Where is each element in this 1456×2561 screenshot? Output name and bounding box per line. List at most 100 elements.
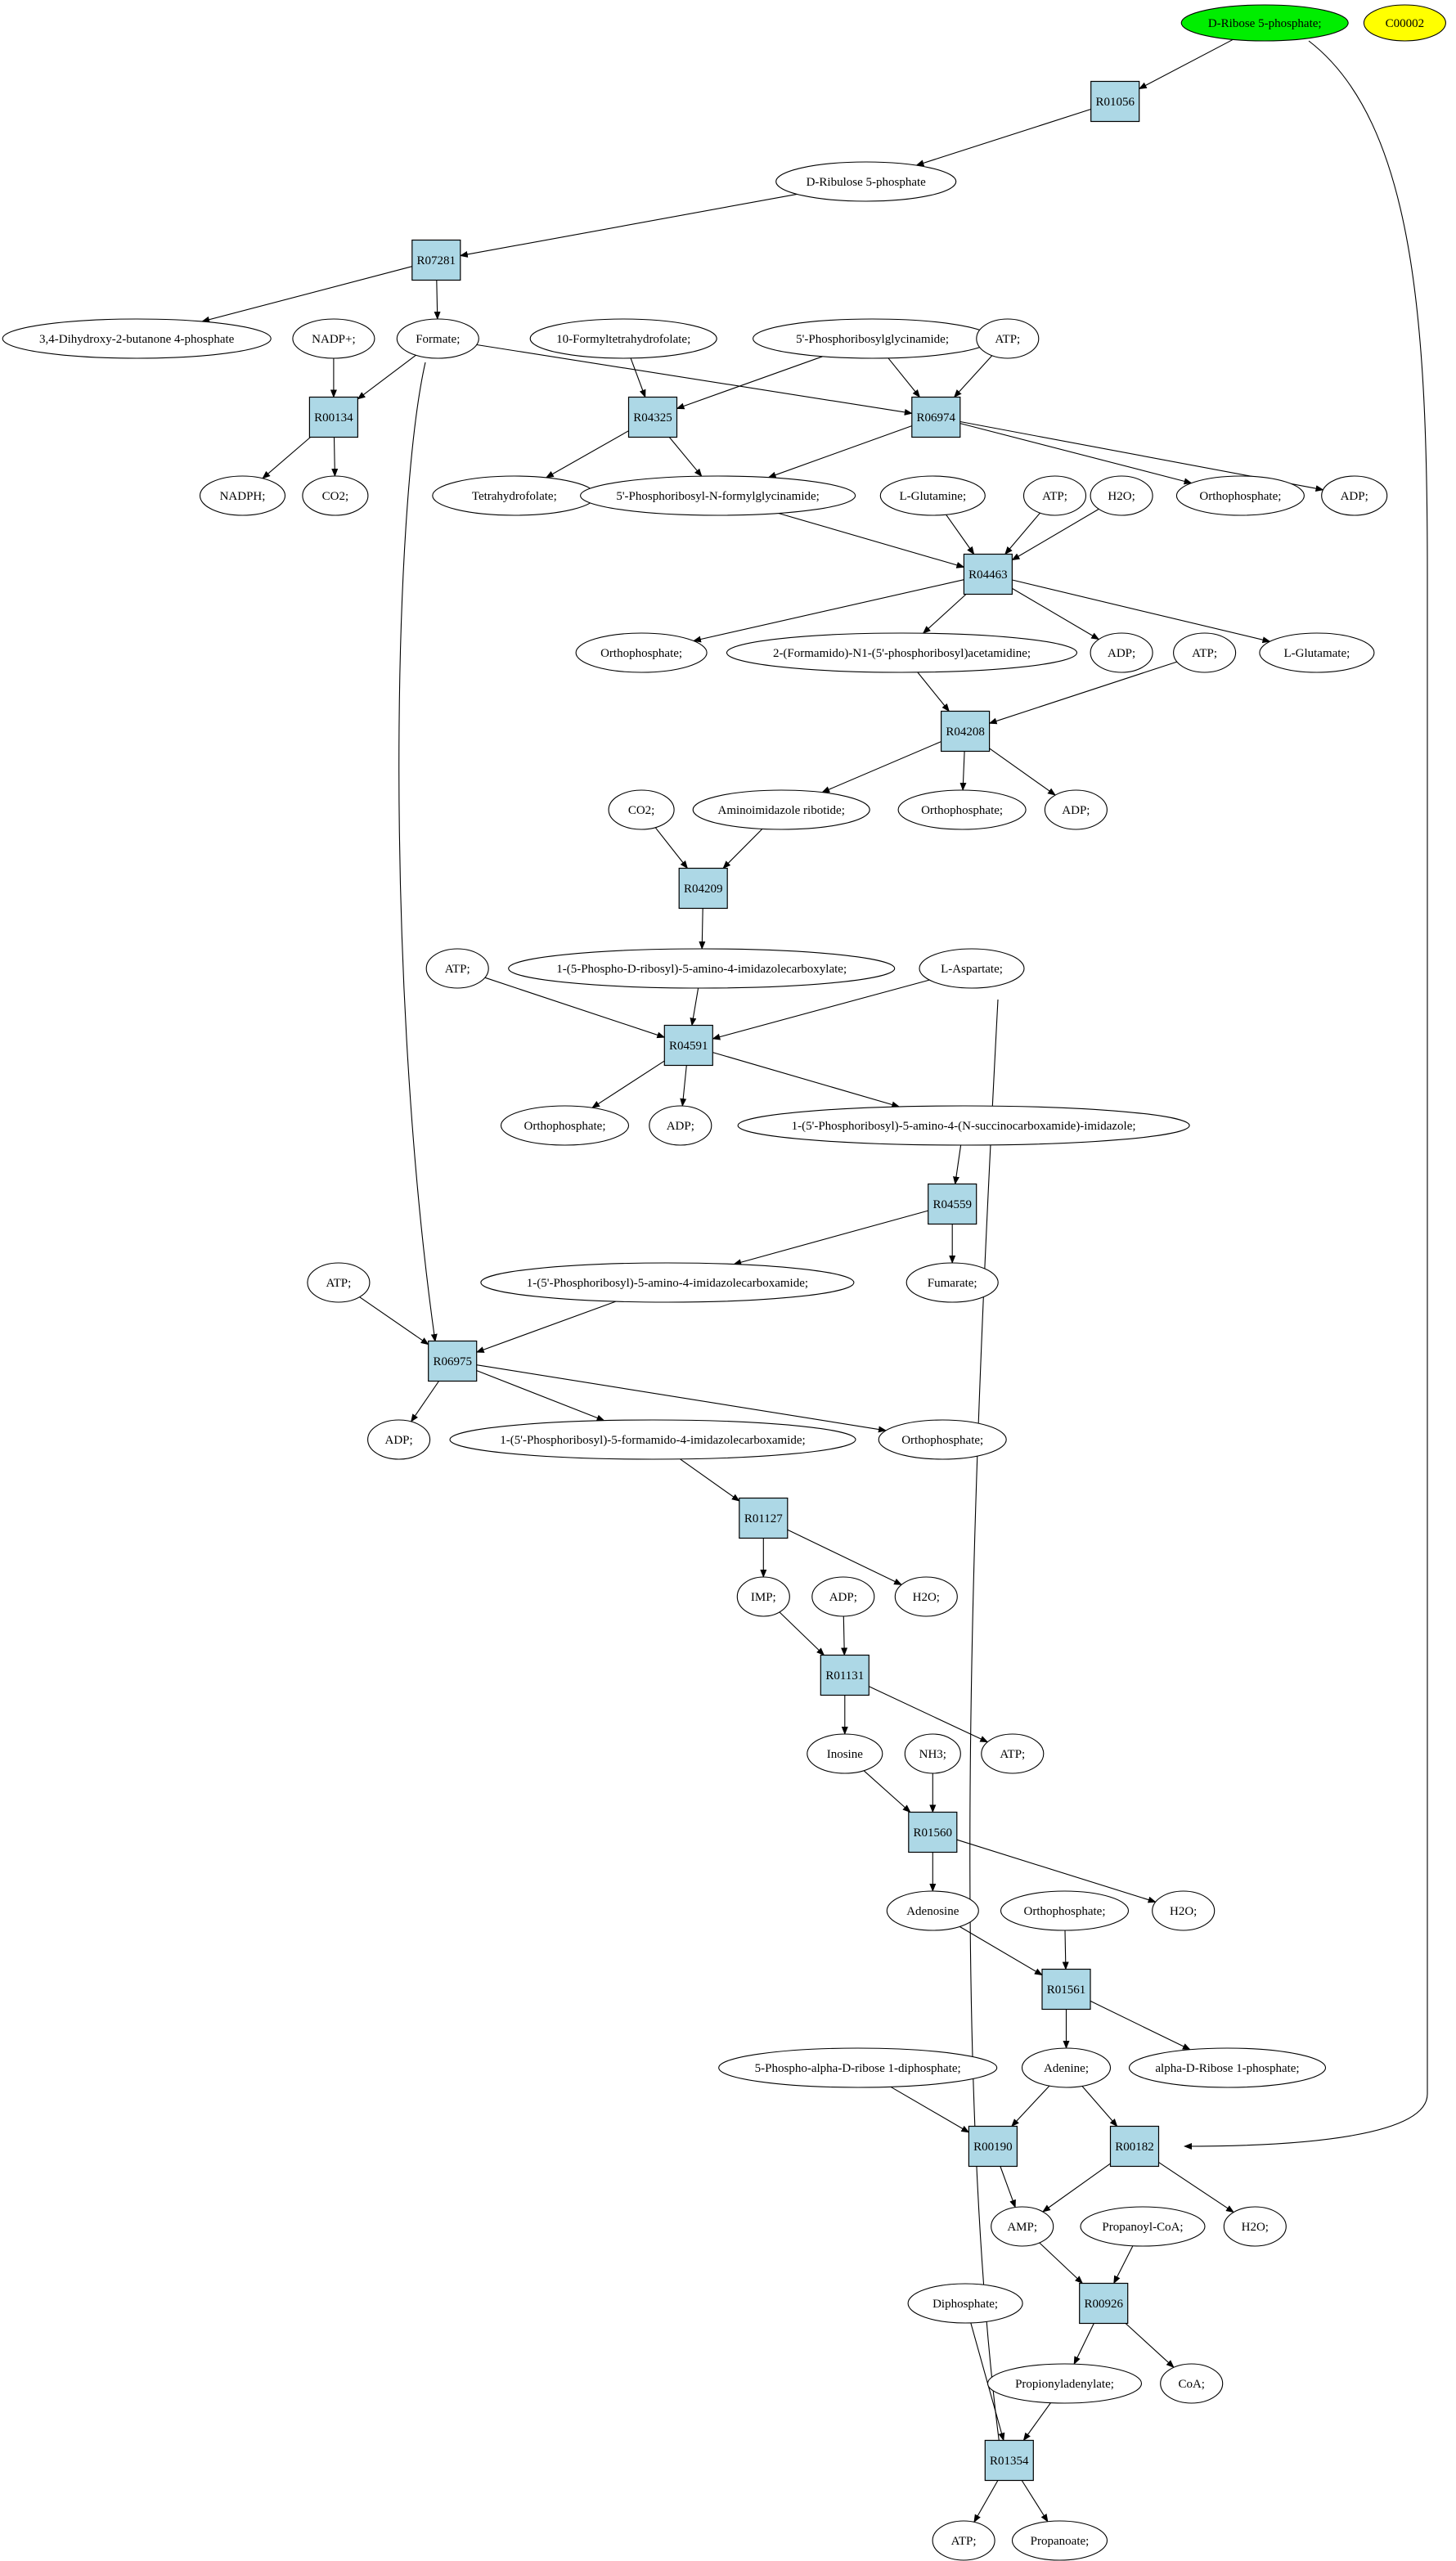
edge-c_propadenylate-R01354 <box>1022 2402 1051 2442</box>
edge-c_fgar-R04463 <box>778 512 965 568</box>
compound-node-c_nh3[interactable] <box>904 1733 961 1774</box>
compound-node-c_propcoa[interactable] <box>1080 2206 1206 2247</box>
compound-node-c_ppi[interactable] <box>907 2283 1023 2324</box>
compound-node-c_fgam[interactable] <box>726 632 1078 673</box>
compound-node-c_prpp[interactable] <box>718 2047 998 2088</box>
reaction-node-R04591[interactable] <box>663 1024 713 1067</box>
compound-node-c_adp3[interactable] <box>1044 789 1108 830</box>
reaction-node-R01561[interactable] <box>1041 1968 1091 2011</box>
reaction-node-R04325[interactable] <box>627 396 678 438</box>
compound-node-c_fum[interactable] <box>906 1262 999 1303</box>
reaction-node-R01560[interactable] <box>908 1811 958 1853</box>
compound-node-marker[interactable] <box>1363 4 1446 42</box>
reaction-node-R00182[interactable] <box>1109 2125 1160 2168</box>
edge-c_faicar-R01127 <box>680 1458 740 1502</box>
reaction-node-R00134[interactable] <box>308 396 358 438</box>
edge-R01560-c_h2o3 <box>956 1839 1157 1903</box>
compound-node-c_dhbp[interactable] <box>2 318 272 359</box>
edge-c_imp-R01131 <box>779 1611 825 1656</box>
compound-node-c_adp1[interactable] <box>1321 475 1388 516</box>
compound-node-c_propanoate[interactable] <box>1011 2520 1108 2561</box>
reaction-node-R04208[interactable] <box>940 710 991 753</box>
compound-label-c_nadph: NADPH; <box>220 490 266 503</box>
compound-node-c_pi5[interactable] <box>878 1419 1007 1460</box>
compound-node-start[interactable] <box>1180 4 1349 42</box>
compound-node-c_atp1[interactable] <box>976 318 1040 359</box>
compound-label-c_adp5: ADP; <box>385 1434 413 1447</box>
compound-node-c_co2a[interactable] <box>302 475 369 516</box>
compound-node-c_adp5[interactable] <box>367 1419 431 1460</box>
compound-node-c_atp6[interactable] <box>981 1733 1045 1774</box>
compound-label-c_saicar: 1-(5'-Phosphoribosyl)-5-amino-4-(N-succi… <box>792 1120 1136 1133</box>
reaction-node-R00190[interactable] <box>968 2125 1018 2168</box>
compound-label-c_atp1: ATP; <box>995 333 1020 346</box>
compound-node-c_pi6[interactable] <box>1000 1890 1130 1931</box>
reaction-node-R04559[interactable] <box>928 1183 977 1225</box>
compound-node-c_formate[interactable] <box>396 318 479 359</box>
compound-node-c_10fthf[interactable] <box>529 318 717 359</box>
compound-node-c_asp[interactable] <box>919 948 1025 989</box>
reaction-node-R04209[interactable] <box>678 867 728 910</box>
edge-start-R01056 <box>1138 38 1234 89</box>
compound-label-c_adp2: ADP; <box>1108 647 1135 660</box>
compound-node-c_atp3[interactable] <box>1173 632 1237 673</box>
edge-R04325-c_thf <box>545 430 629 479</box>
compound-node-c_adp4[interactable] <box>649 1105 712 1146</box>
compound-node-c_cair[interactable] <box>508 948 896 989</box>
compound-node-c_faicar[interactable] <box>449 1419 856 1460</box>
edge-c_amp-R00926 <box>1039 2242 1084 2285</box>
compound-node-c_h2o3[interactable] <box>1152 1890 1216 1931</box>
compound-node-c_r1p[interactable] <box>1128 2047 1327 2088</box>
compound-node-c_adp6[interactable] <box>811 1576 875 1617</box>
reaction-node-R04463[interactable] <box>963 553 1013 595</box>
compound-node-c_pi3[interactable] <box>897 789 1027 830</box>
compound-node-c_inosine[interactable] <box>807 1733 883 1774</box>
compound-node-c_pi1[interactable] <box>1175 475 1305 516</box>
compound-node-c_propadenylate[interactable] <box>986 2363 1143 2404</box>
compound-node-c_ribulose[interactable] <box>775 161 957 202</box>
compound-node-c_co2b[interactable] <box>608 789 675 830</box>
edge-c_asp-R04591 <box>712 979 930 1040</box>
compound-label-c_dhbp: 3,4-Dihydroxy-2-butanone 4-phosphate <box>39 333 235 346</box>
compound-node-c_aicar[interactable] <box>480 1262 855 1303</box>
reaction-node-R06975[interactable] <box>428 1340 478 1382</box>
compound-node-c_atp7[interactable] <box>932 2520 995 2561</box>
compound-label-c_atp4: ATP; <box>445 963 470 976</box>
compound-node-c_atp2[interactable] <box>1022 475 1087 516</box>
reaction-node-R06974[interactable] <box>911 396 961 438</box>
compound-node-c_pi4[interactable] <box>500 1105 630 1146</box>
reaction-label-R00134: R00134 <box>314 411 353 425</box>
reaction-node-R00926[interactable] <box>1079 2282 1129 2325</box>
edge-R04591-c_saicar <box>712 1052 901 1108</box>
compound-node-c_nadp[interactable] <box>292 318 375 359</box>
edge-start-R00182 <box>1184 40 1428 2150</box>
compound-node-c_gln[interactable] <box>879 475 986 516</box>
compound-node-c_imp[interactable] <box>736 1576 790 1617</box>
reaction-node-R01127[interactable] <box>739 1497 789 1539</box>
compound-node-c_glu[interactable] <box>1259 632 1375 673</box>
compound-node-c_air[interactable] <box>692 789 870 830</box>
reaction-node-R07281[interactable] <box>411 239 461 281</box>
compound-node-c_h2o4[interactable] <box>1223 2206 1287 2247</box>
compound-node-c_amp[interactable] <box>991 2206 1054 2247</box>
reaction-node-R01354[interactable] <box>984 2439 1034 2482</box>
compound-node-c_nadph[interactable] <box>199 475 286 516</box>
compound-node-c_adp2[interactable] <box>1090 632 1153 673</box>
compound-node-c_atp5[interactable] <box>307 1262 371 1303</box>
reaction-node-R01056[interactable] <box>1090 80 1140 123</box>
compound-label-c_co2b: CO2; <box>628 804 655 817</box>
compound-node-c_coa[interactable] <box>1160 2363 1224 2404</box>
compound-node-c_atp4[interactable] <box>425 948 489 989</box>
reaction-node-R01131[interactable] <box>820 1654 870 1696</box>
compound-label-marker: C00002 <box>1386 17 1425 30</box>
compound-node-c_saicar[interactable] <box>737 1105 1190 1146</box>
compound-node-c_h2o2[interactable] <box>894 1576 958 1617</box>
compound-label-c_h2o2: H2O; <box>913 1591 940 1604</box>
compound-node-c_pi2[interactable] <box>575 632 708 673</box>
compound-node-c_adenine[interactable] <box>1021 2047 1112 2088</box>
reaction-label-R01354: R01354 <box>990 2455 1029 2468</box>
compound-node-c_adenosine[interactable] <box>886 1890 979 1931</box>
compound-node-c_h2o1[interactable] <box>1090 475 1153 516</box>
compound-label-c_imp: IMP; <box>751 1591 776 1604</box>
compound-node-c_fgar[interactable] <box>580 475 856 516</box>
